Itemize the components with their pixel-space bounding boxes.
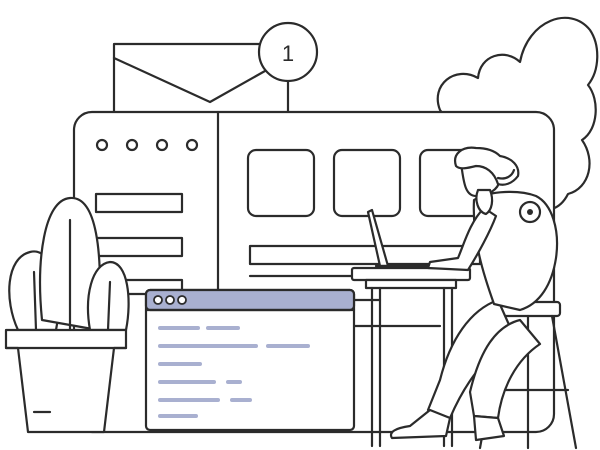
- server-light: [95, 138, 109, 152]
- browser-window-icon: [144, 288, 356, 432]
- server-light: [185, 138, 199, 152]
- person-figure: [389, 146, 559, 442]
- desk: [350, 266, 472, 448]
- code-lines: [158, 326, 310, 418]
- notification-count: 1: [282, 41, 294, 66]
- panel-window: [332, 148, 402, 218]
- server-slot: [94, 236, 184, 258]
- server-light: [155, 138, 169, 152]
- notification-badge: 1: [257, 21, 319, 83]
- panel-window: [246, 148, 316, 218]
- plant-icon: [4, 196, 130, 434]
- window-control-dot: [153, 295, 163, 305]
- server-light: [125, 138, 139, 152]
- jersey-emblem: [518, 200, 542, 224]
- window-control-dot: [177, 295, 187, 305]
- window-control-dot: [165, 295, 175, 305]
- server-slot: [94, 192, 184, 214]
